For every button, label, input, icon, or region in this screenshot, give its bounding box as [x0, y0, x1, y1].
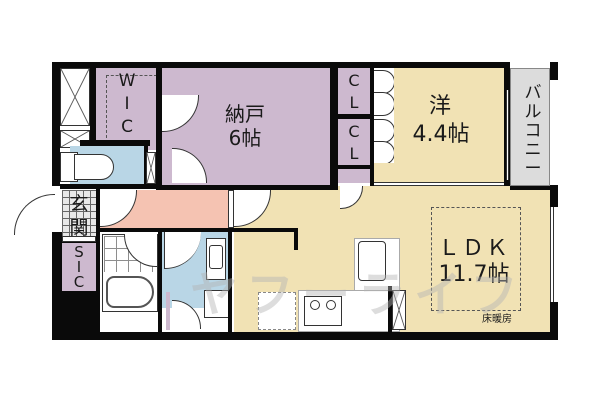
room-size-western: 4.4帖	[412, 122, 470, 147]
floor-heating-label: 床暖房	[482, 314, 512, 325]
washbasin	[206, 238, 226, 280]
kitchen-sink	[358, 241, 386, 281]
wall	[228, 232, 232, 332]
closet-door[interactable]	[374, 92, 395, 116]
room-size-ldk: 11.7帖	[438, 262, 510, 287]
wall	[90, 68, 96, 158]
wall	[294, 228, 298, 250]
outer-wall-left-upper	[52, 62, 60, 186]
room-label-storage: 納戸	[225, 102, 265, 126]
wall	[158, 232, 162, 332]
room-label-sic: S I C	[73, 243, 85, 291]
bathtub	[106, 276, 154, 308]
floor-heating-area	[431, 207, 521, 311]
outer-wall-bottom	[52, 332, 557, 340]
room-label-wic: W I C	[118, 71, 136, 137]
shelf-box	[146, 152, 156, 184]
room-label-ldk: ＬＤＫ	[437, 236, 510, 261]
pantry-box	[392, 290, 406, 330]
wall	[338, 114, 372, 119]
room-label-balcony: バ ル コ ニ ー	[524, 83, 542, 179]
room-western-strip	[374, 163, 394, 182]
washbasin-bowl	[209, 245, 223, 269]
door-frame	[228, 190, 234, 228]
linen-closet	[166, 292, 170, 330]
wall	[60, 184, 160, 189]
wic-shelf-line	[106, 75, 157, 148]
room-closet-bottom	[338, 119, 370, 165]
closet-door[interactable]	[374, 119, 395, 143]
entrance-door[interactable]	[14, 194, 55, 235]
sliding-door[interactable]	[374, 182, 514, 186]
ldk-upper	[338, 186, 510, 194]
wall	[162, 185, 338, 190]
wall	[338, 165, 372, 169]
stove	[304, 296, 342, 326]
room-label-entrance: 玄 関	[69, 193, 89, 239]
balcony-window[interactable]	[506, 90, 509, 180]
wall	[96, 186, 100, 332]
ldk-window[interactable]	[550, 207, 554, 302]
outer-wall-right-corner-top	[550, 62, 558, 80]
watermark: ヤフーライフ	[190, 267, 527, 323]
room-label-western: 洋	[428, 94, 451, 119]
wall	[80, 140, 150, 146]
burner	[326, 300, 336, 310]
closet-door[interactable]	[374, 70, 395, 94]
wall	[330, 68, 338, 190]
wall	[156, 68, 162, 190]
wall	[100, 228, 235, 232]
closet-door[interactable]	[374, 141, 395, 165]
burner	[310, 300, 320, 310]
room-western	[394, 68, 504, 182]
room-label-cl-bottom: C L	[348, 122, 360, 163]
room-sic	[62, 243, 96, 291]
entrance-step	[62, 236, 96, 242]
room-size-storage: 6帖	[228, 126, 262, 150]
closet-small	[338, 169, 370, 183]
outer-wall-top	[52, 62, 510, 68]
wall	[370, 68, 374, 190]
room-closet-top	[338, 68, 370, 114]
room-label-cl-top: C L	[348, 71, 360, 112]
room-entrance	[62, 190, 96, 242]
toilet-bowl	[74, 154, 114, 180]
room-balcony	[510, 68, 550, 186]
fridge-space	[258, 292, 296, 330]
shelf-box	[60, 68, 90, 126]
wall	[234, 228, 298, 232]
wall	[388, 286, 392, 332]
